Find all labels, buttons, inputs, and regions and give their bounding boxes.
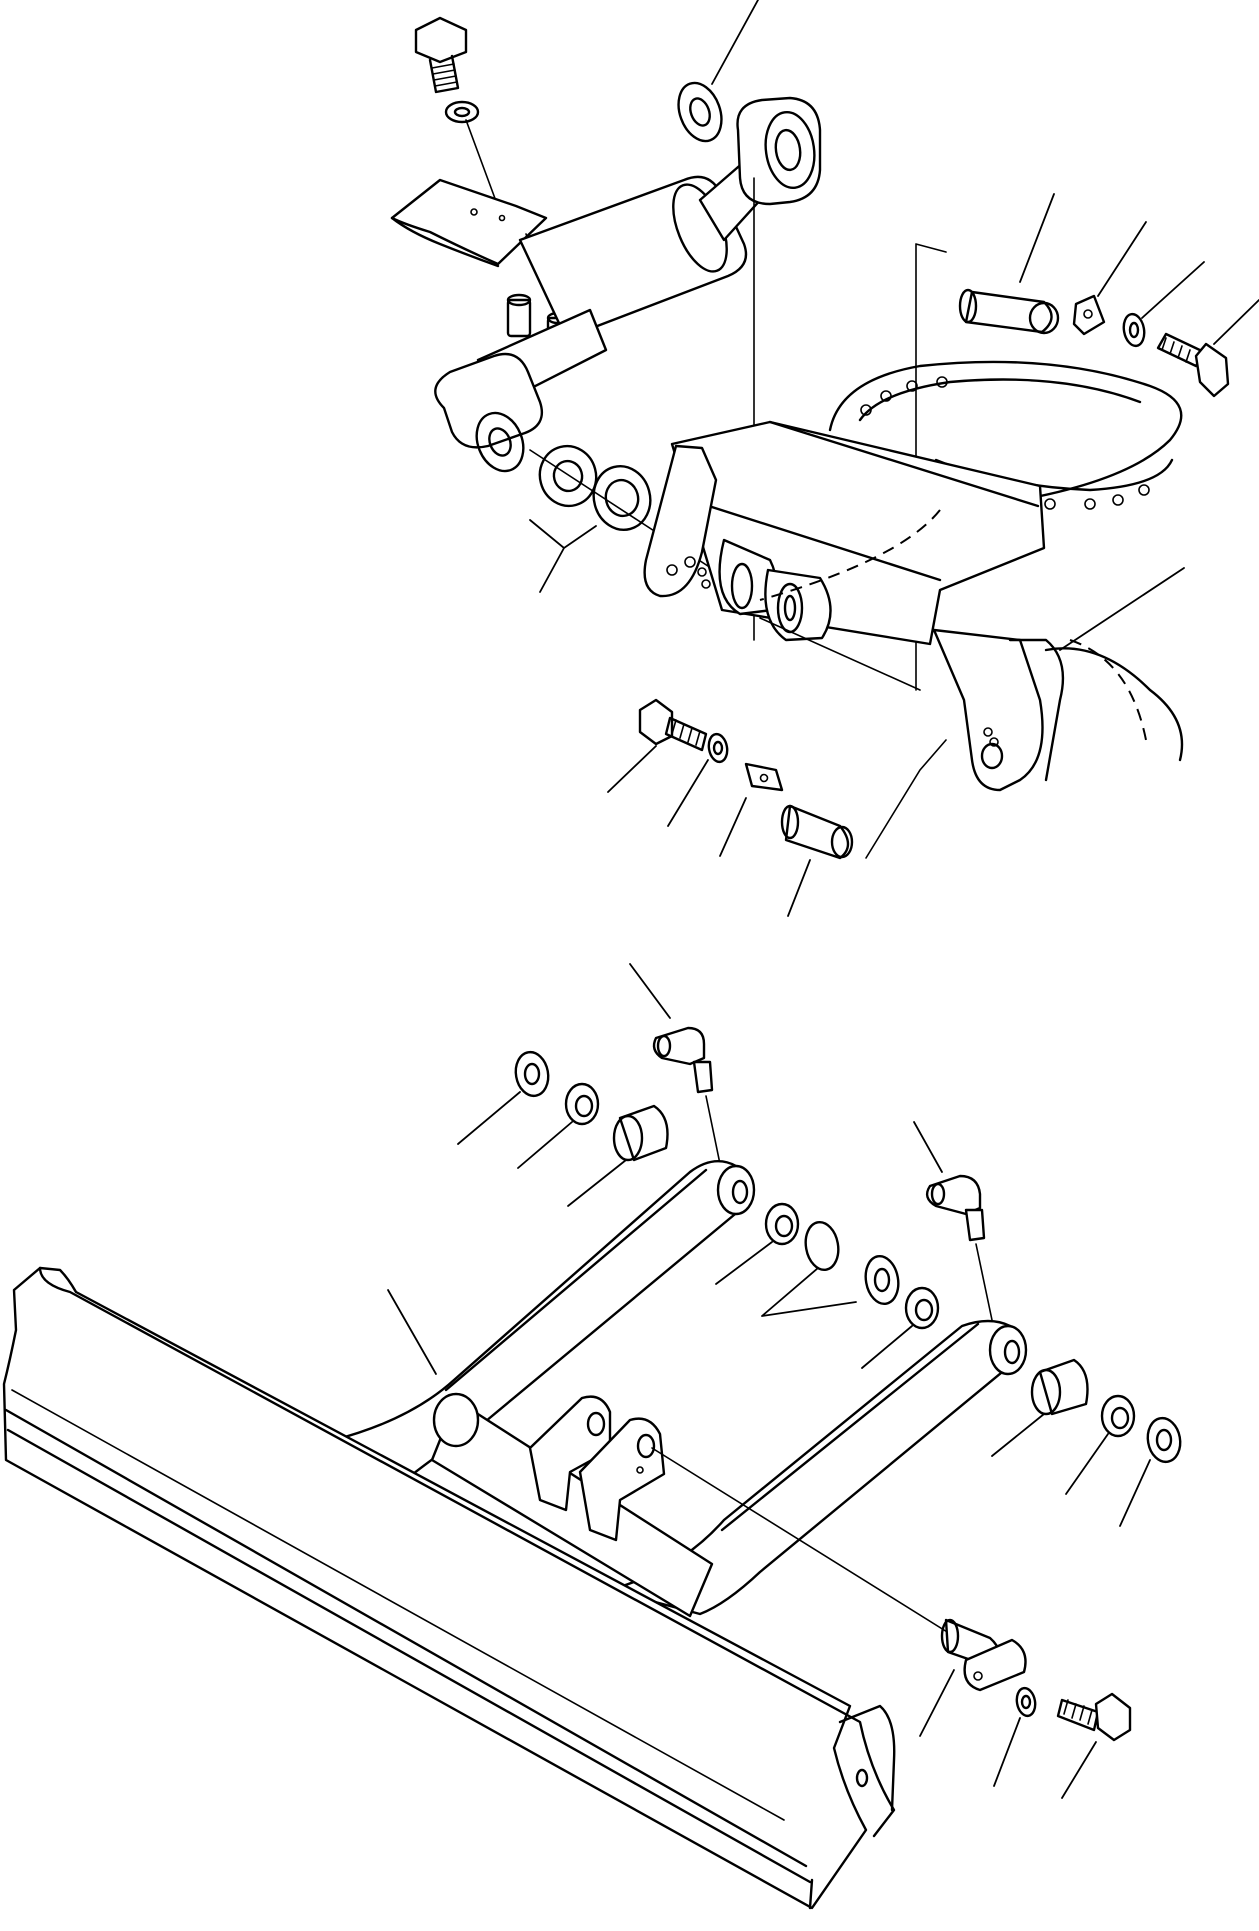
leader-bottom-shims [529,519,597,593]
grease-fitting-left [652,1026,714,1094]
leader-left-bushing [567,1159,627,1207]
cylinder-top-bolt [414,16,468,94]
left-arm-outer-shim [514,1050,550,1098]
guard-spacer-left [506,293,532,338]
cylinder-top-washer [444,100,480,124]
rod-end-pin [958,288,1060,335]
leader-bottom-lock-plate [719,797,747,857]
rod-end-shim [677,81,723,143]
hydraulic-cylinder [434,96,822,473]
leader-center-seal-left [715,1241,773,1285]
right-arm-bushing [1030,1358,1089,1416]
cylinder-bottom-shim-1 [538,444,598,508]
bottom-pin-lock-plate [744,762,784,792]
blade-cross-tube [430,1392,714,1618]
bottom-pin-washer [707,732,729,764]
leader-bottom-washer [667,759,709,827]
rod-end-pin-washer [1122,312,1146,348]
leader-blade-frame [387,1289,437,1375]
blade-center-bracket [528,1395,666,1542]
pivot-pin-washer [1015,1686,1037,1718]
left-arm-bushing [612,1104,669,1162]
leader-rod-end-shim [711,0,759,85]
cylinder-bottom-shim-2 [592,465,652,531]
leader-pivot-pin [919,1669,955,1737]
leader-center-shims [761,1267,857,1317]
leader-grease-fitting-right [913,1121,943,1173]
dozer-blade [2,1266,896,1910]
center-shim-right [864,1255,900,1305]
dozer-blade-assembly [2,963,1182,1910]
center-shim-left [804,1221,840,1271]
blade-arm-pivot-pin [940,1618,1027,1692]
leader-rod-end-pin [1019,193,1055,283]
leader-right-bushing [991,1413,1045,1457]
bottom-pin-bolt [638,698,708,752]
leader-center-seal-right [861,1325,913,1369]
leader-right-outer-shim [1119,1459,1151,1527]
leader-left-outer-shim [457,1091,521,1145]
leader-frame [1059,567,1185,651]
leader-left-seal [517,1121,573,1169]
leader-right-seal [1065,1433,1109,1495]
blade-right-arm [608,1319,1028,1616]
leader-pin-washer [1141,261,1205,319]
center-seal-left [764,1202,800,1246]
blade-cylinder-assembly [390,0,1259,917]
right-arm-seal [1100,1394,1136,1438]
pivot-pin-bolt [1056,1692,1132,1742]
rod-end-pin-lock-plate [1072,294,1106,336]
leader-pivot-bolt [1061,1741,1097,1799]
frame-mounting-bracket [643,420,1185,792]
left-arm-seal [564,1082,600,1126]
grease-fitting-right [925,1174,986,1242]
leader-grease-fitting-left [629,963,671,1019]
leader-bottom-bolt [607,745,657,793]
blade-left-arm [332,1160,756,1480]
rod-end-pin-bolt [1156,332,1230,398]
leader-pivot-washer [993,1717,1021,1787]
right-arm-outer-shim [1146,1416,1182,1464]
center-seal-right [904,1286,940,1330]
leader-lock-plate [1097,221,1147,297]
leader-pin-bolt [1213,299,1259,345]
cylinder-guard-plate [390,178,548,268]
cylinder-bottom-pin [780,804,854,860]
leader-bottom-pin [787,859,811,917]
